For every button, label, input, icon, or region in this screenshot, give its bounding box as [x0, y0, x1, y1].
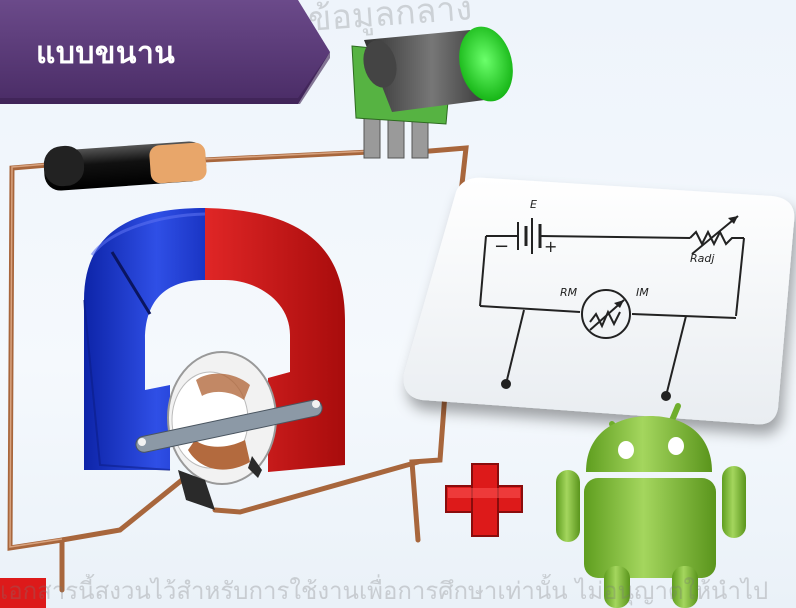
slide-title: แบบขนาน [36, 30, 175, 77]
watermark-bottom: เอกสารนี้สงวนไว้สำหรับการใช้งานเพื่อการศ… [0, 574, 796, 608]
battery-label: E [530, 198, 537, 211]
circuit-schematic-card [404, 178, 795, 425]
potentiometer-component [352, 21, 520, 158]
red-plus-icon [446, 464, 522, 536]
meter-current-label: IM [636, 286, 649, 299]
minus-label: − [494, 236, 509, 257]
resistor-component [43, 140, 208, 191]
resistor-label: Radj [690, 252, 715, 265]
plus-label: + [544, 237, 557, 256]
meter-resistance-label: RM [560, 286, 578, 299]
